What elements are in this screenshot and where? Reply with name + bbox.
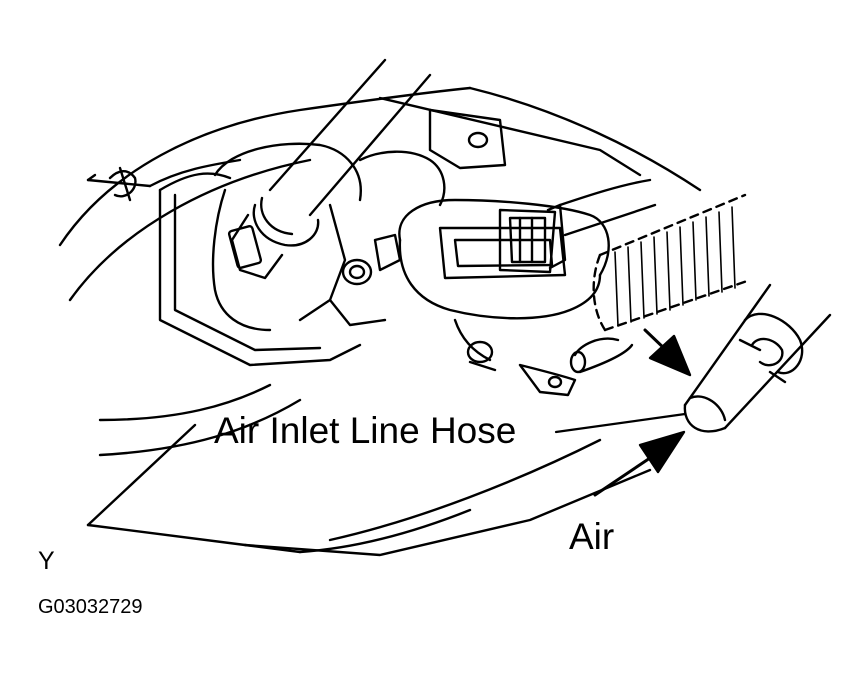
arrow-into-hose xyxy=(643,328,692,377)
leader-line xyxy=(554,412,687,434)
mounting-bracket xyxy=(158,108,577,397)
upper-pipe xyxy=(227,58,432,280)
vsv-solenoid xyxy=(398,178,657,372)
air-callout-label: Air xyxy=(569,516,615,557)
figure-code: G03032729 xyxy=(38,596,143,618)
dashed-hidden-part xyxy=(592,193,752,332)
air-inlet-hose xyxy=(683,283,832,433)
dashed-ribs xyxy=(614,206,736,327)
hose-stub xyxy=(569,337,634,374)
hose-callout-label: Air Inlet Line Hose xyxy=(214,410,517,451)
frame-panel xyxy=(58,86,702,557)
code-letter: Y xyxy=(38,547,55,575)
valve-body xyxy=(211,142,446,332)
air-flow-arrow xyxy=(593,430,686,497)
wire-clip xyxy=(86,158,242,202)
